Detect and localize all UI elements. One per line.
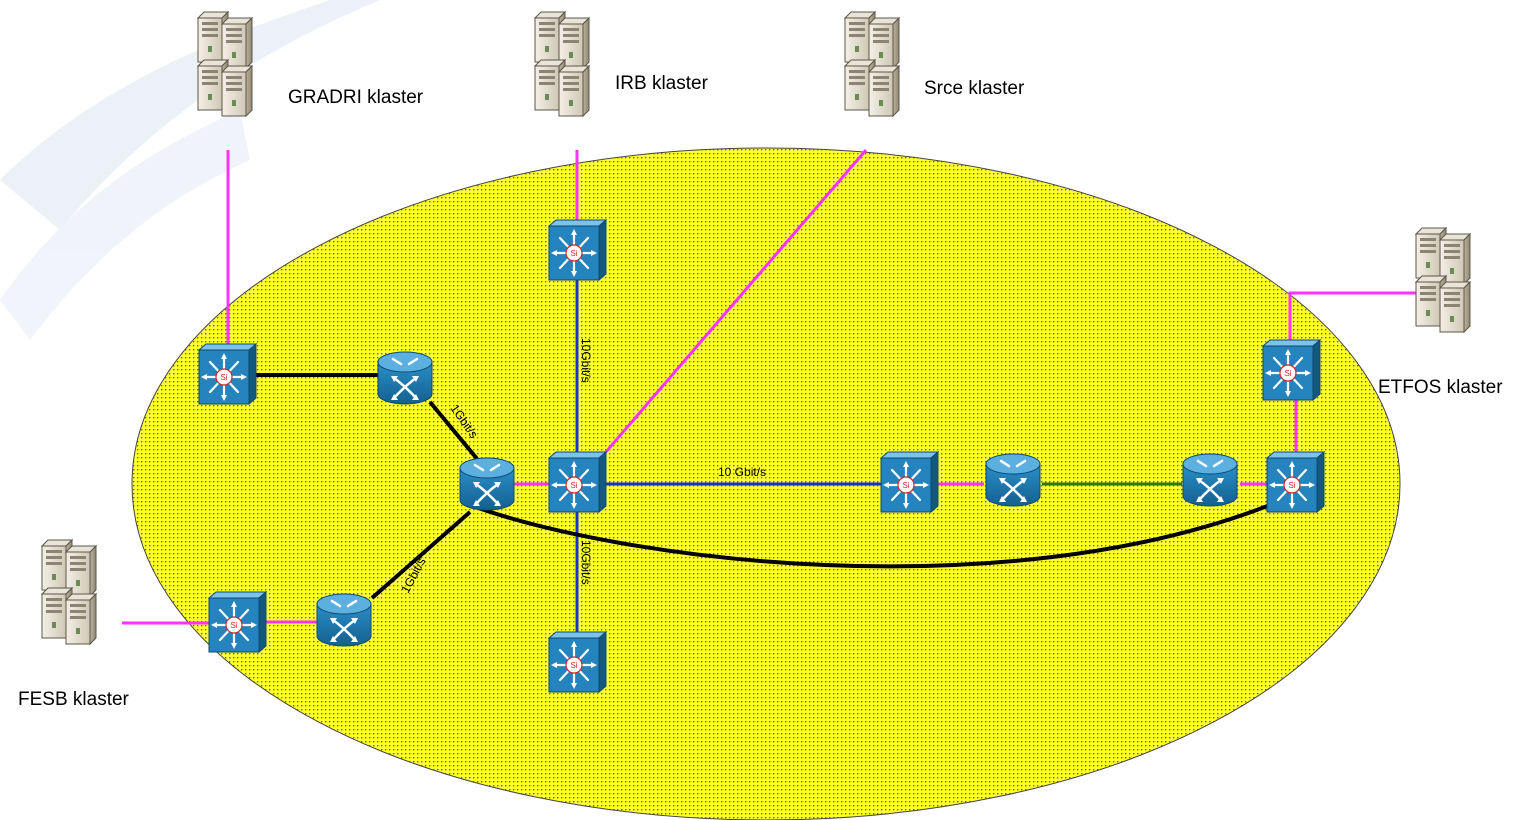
router-gradri[interactable] (376, 350, 434, 406)
fesb-router-core-1g-link (370, 510, 472, 600)
link-label-irb-core: 10Gbit/s (579, 338, 593, 383)
router-east[interactable] (984, 452, 1042, 508)
links (122, 149, 1420, 640)
switch-badge-label: Si (1284, 369, 1291, 378)
switch-south[interactable]: Si (547, 630, 608, 694)
background-decoration (0, 0, 380, 340)
cluster-label-srce: Srce klaster (924, 78, 1025, 99)
switch-badge-label: Si (1288, 481, 1295, 490)
link-label-core-south: 10Gbit/s (579, 540, 593, 585)
cluster-label-fesb: FESB klaster (18, 689, 130, 710)
router-core[interactable] (458, 456, 516, 512)
cluster-label-etfos: ETFOS klaster (1378, 377, 1503, 398)
server-fesb-icon[interactable] (42, 540, 96, 644)
server-irb-icon[interactable] (535, 12, 589, 116)
server-etfos-icon[interactable] (1416, 228, 1470, 332)
switch-badge-label: Si (230, 621, 237, 630)
switches: Si Si Si Si Si Si Si Si (197, 218, 1326, 694)
cluster-label-irb: IRB klaster (615, 73, 709, 94)
switch-badge-label: Si (902, 481, 909, 490)
switch-etfos[interactable]: Si (1265, 450, 1326, 514)
switch-badge-label: Si (570, 661, 577, 670)
core-etfos-long-link (469, 503, 1271, 569)
router-etfos[interactable] (1181, 452, 1239, 508)
switch-irb[interactable]: Si (547, 218, 608, 282)
switch-fesb[interactable]: Si (207, 590, 268, 654)
router-fesb[interactable] (315, 592, 373, 648)
link-label-core-east: 10 Gbit/s (718, 465, 766, 479)
switch-badge-label: Si (220, 373, 227, 382)
switch-east[interactable]: Si (879, 450, 940, 514)
switch-badge-label: Si (570, 249, 577, 258)
cluster-label-gradri: GRADRI klaster (288, 87, 424, 108)
switch-etfos-top[interactable]: Si (1261, 338, 1322, 402)
switch-core[interactable]: Si (547, 450, 608, 514)
srce-server-link (578, 149, 868, 483)
etfos-server-link (1288, 291, 1420, 340)
switch-badge-label: Si (570, 481, 577, 490)
server-gradri-icon[interactable] (198, 12, 252, 116)
gradri-router-core-1g-link (428, 400, 480, 462)
server-srce-icon[interactable] (845, 12, 899, 116)
switch-gradri[interactable]: Si (197, 342, 258, 406)
